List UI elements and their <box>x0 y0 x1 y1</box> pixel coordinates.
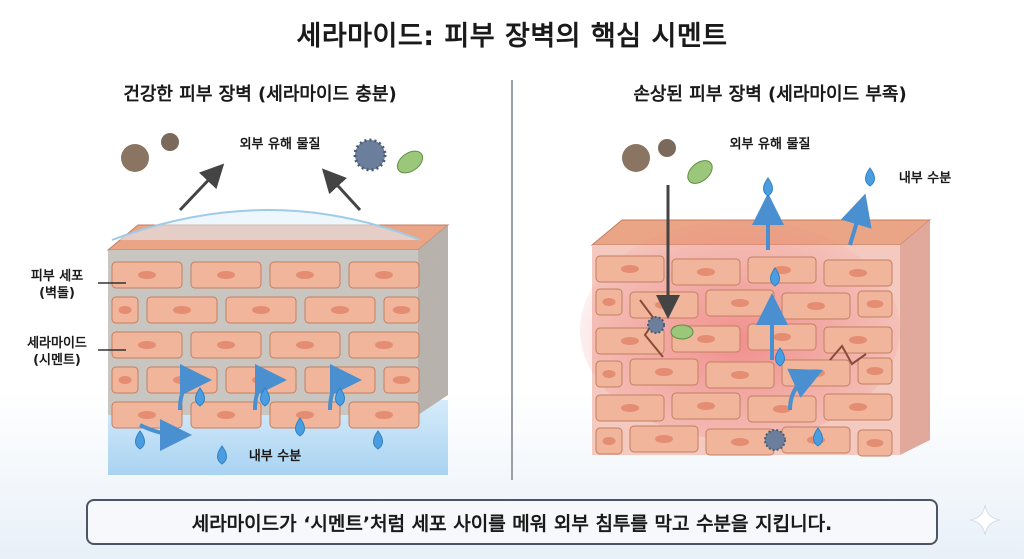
bacteria-icon <box>687 160 713 184</box>
cell-label-text: 피부 세포 <box>30 269 84 284</box>
cell-nucleus <box>392 306 411 314</box>
threats-right <box>622 139 786 451</box>
cell-nucleus <box>217 341 235 349</box>
water-drop-icon <box>770 267 780 287</box>
cell-nucleus <box>866 300 884 308</box>
cell-nucleus <box>602 298 616 306</box>
threat-label-left: 외부 유해 물질 <box>239 137 321 152</box>
water-drop-icon <box>813 427 823 447</box>
dust-particle-icon <box>622 144 650 172</box>
water-drop-icon <box>373 430 383 450</box>
cell-nucleus <box>621 265 639 273</box>
virus-icon <box>764 429 786 451</box>
cell-nucleus <box>118 376 132 384</box>
cell-nucleus <box>866 439 884 447</box>
ceramide-label: 세라마이드 (시멘트) <box>12 335 102 369</box>
cell-nucleus <box>731 299 749 307</box>
main-title: 세라마이드: 피부 장벽의 핵심 시멘트 <box>296 21 728 52</box>
summary-caption: 세라마이드가 ‘시멘트’처럼 세포 사이를 메워 외부 침투를 막고 수분을 지… <box>86 499 938 545</box>
moisture-left <box>135 364 383 465</box>
cell-nucleus <box>773 333 791 341</box>
water-label-right: 내부 수분 <box>898 171 952 186</box>
water-drop-icon <box>295 417 305 437</box>
protective-film <box>111 209 421 241</box>
cell-nucleus <box>773 405 791 413</box>
cell-nucleus <box>849 336 867 344</box>
threats-left <box>121 133 424 212</box>
cell-nucleus <box>697 268 715 276</box>
cell-nucleus <box>173 306 191 314</box>
crack <box>829 344 867 366</box>
cell-nucleus <box>731 438 749 446</box>
water-drop-icon <box>217 445 227 465</box>
brick-cells-left <box>111 261 420 429</box>
cell-nucleus <box>807 302 825 310</box>
virus-icon <box>353 138 387 172</box>
moisture-right <box>752 167 875 447</box>
cell-nucleus <box>849 403 867 411</box>
panel-divider <box>511 80 513 480</box>
cell-nucleus <box>331 306 349 314</box>
water-drop-icon <box>135 430 145 450</box>
ceramide-label-note: (시멘트) <box>33 353 81 368</box>
cell-nucleus <box>621 404 639 412</box>
cell-nucleus <box>296 271 314 279</box>
water-drop-icon <box>195 387 205 407</box>
healthy-barrier-subtitle: 건강한 피부 장벽 (세라마이드 충분) <box>123 84 397 105</box>
damaged-wall <box>580 219 932 457</box>
cell-nucleus <box>602 370 616 378</box>
cell-nucleus <box>375 271 393 279</box>
cell-nucleus <box>118 306 132 314</box>
cell-nucleus <box>252 306 270 314</box>
damaged-barrier-subtitle: 손상된 피부 장벽 (세라마이드 부족) <box>633 84 907 105</box>
dust-particle-icon <box>161 133 179 151</box>
cell-nucleus <box>138 411 156 419</box>
cell-label-note: (벽돌) <box>39 286 75 301</box>
bacteria-icon <box>396 150 424 174</box>
cell-nucleus <box>138 341 156 349</box>
water-drop-icon <box>763 177 773 197</box>
water-label-left: 내부 수분 <box>248 449 302 464</box>
cell-nucleus <box>217 271 235 279</box>
cell-nucleus <box>375 411 393 419</box>
cell-nucleus <box>655 368 673 376</box>
healthy-wall <box>106 209 450 475</box>
virus-icon <box>647 316 665 334</box>
bacteria-icon <box>670 324 694 340</box>
cell-nucleus <box>296 411 314 419</box>
cell-nucleus <box>731 371 749 379</box>
cell-nucleus <box>849 269 867 277</box>
ceramide-label-text: 세라마이드 <box>27 336 87 351</box>
cell-nucleus <box>138 271 156 279</box>
water-drop-icon <box>775 347 785 367</box>
water-drop-icon <box>335 387 345 407</box>
sparkle-icon <box>969 504 1001 536</box>
cell-nucleus <box>697 335 715 343</box>
cell-nucleus <box>375 341 393 349</box>
cell-nucleus <box>392 376 411 384</box>
brick-cells-right <box>595 255 893 457</box>
cell-nucleus <box>697 402 715 410</box>
water-drop-icon <box>865 167 875 187</box>
cell-nucleus <box>655 301 673 309</box>
threat-label-right: 외부 유해 물질 <box>729 137 811 152</box>
cell-nucleus <box>621 337 639 345</box>
dust-particle-icon <box>658 139 676 157</box>
cell-label: 피부 세포 (벽돌) <box>12 268 102 302</box>
cell-nucleus <box>866 367 884 375</box>
water-drop-icon <box>260 387 270 407</box>
cell-nucleus <box>655 435 673 443</box>
cell-nucleus <box>217 411 235 419</box>
dust-particle-icon <box>121 144 149 172</box>
cell-nucleus <box>296 341 314 349</box>
cell-nucleus <box>602 437 616 445</box>
